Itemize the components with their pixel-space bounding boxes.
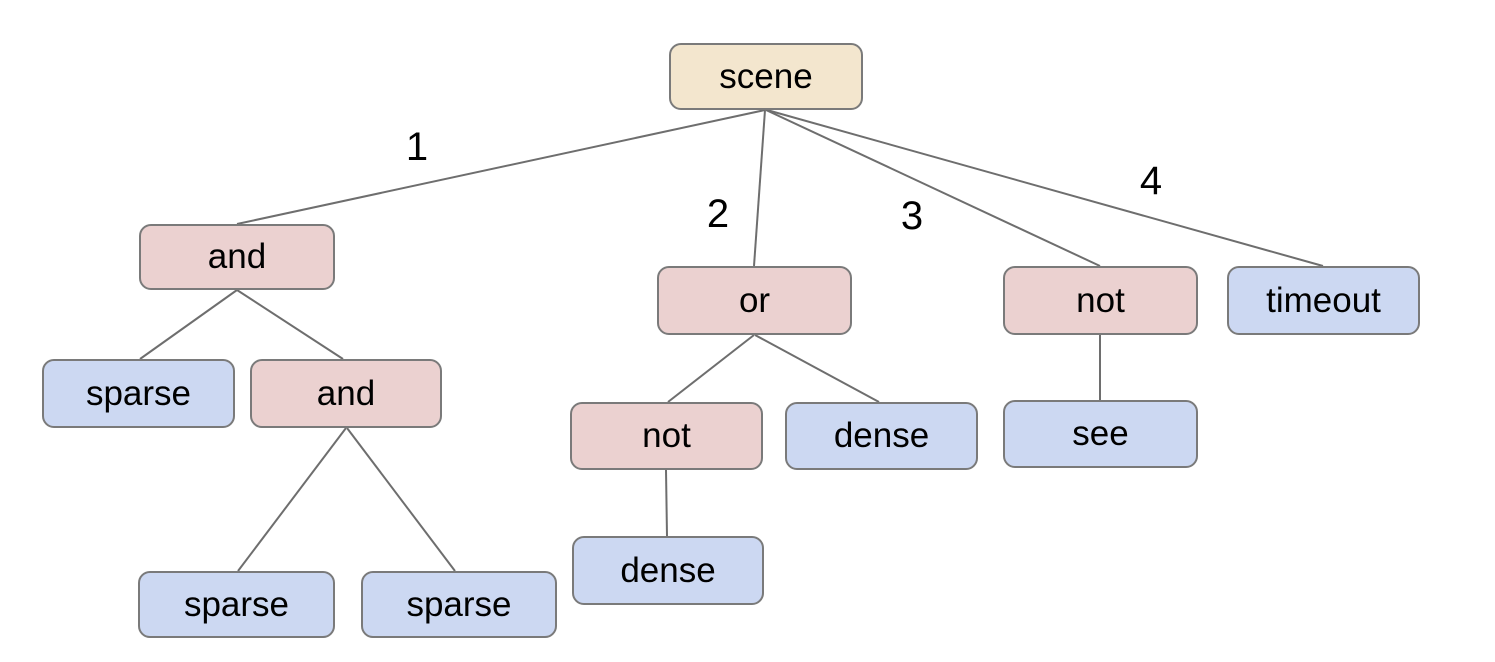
tree-edge bbox=[236, 289, 344, 360]
node-sparse-2: sparse bbox=[138, 571, 335, 638]
node-dense-2: dense bbox=[572, 536, 764, 605]
tree-edge bbox=[236, 109, 766, 225]
tree-edge bbox=[754, 334, 880, 403]
node-dense-1: dense bbox=[785, 402, 978, 470]
edge-label: 1 bbox=[406, 125, 428, 169]
tree-edge bbox=[237, 427, 347, 572]
tree-edge bbox=[667, 334, 755, 403]
node-scene: scene bbox=[669, 43, 863, 110]
tree-edge bbox=[346, 427, 456, 572]
node-sparse-3: sparse bbox=[361, 571, 557, 638]
node-not-1: not bbox=[1003, 266, 1198, 335]
tree-edge bbox=[766, 109, 1324, 267]
tree-edge bbox=[765, 109, 1101, 267]
tree-edge bbox=[753, 109, 766, 267]
edge-label: 3 bbox=[901, 194, 923, 238]
edge-label: 2 bbox=[707, 192, 729, 236]
tree-edge bbox=[665, 469, 668, 537]
node-or-1: or bbox=[657, 266, 852, 335]
node-sparse-1: sparse bbox=[42, 359, 235, 428]
tree-edge bbox=[139, 289, 238, 360]
node-timeout: timeout bbox=[1227, 266, 1420, 335]
node-see: see bbox=[1003, 400, 1198, 468]
node-not-2: not bbox=[570, 402, 763, 470]
node-and-2: and bbox=[250, 359, 442, 428]
node-and-1: and bbox=[139, 224, 335, 290]
edge-label: 4 bbox=[1140, 159, 1162, 203]
